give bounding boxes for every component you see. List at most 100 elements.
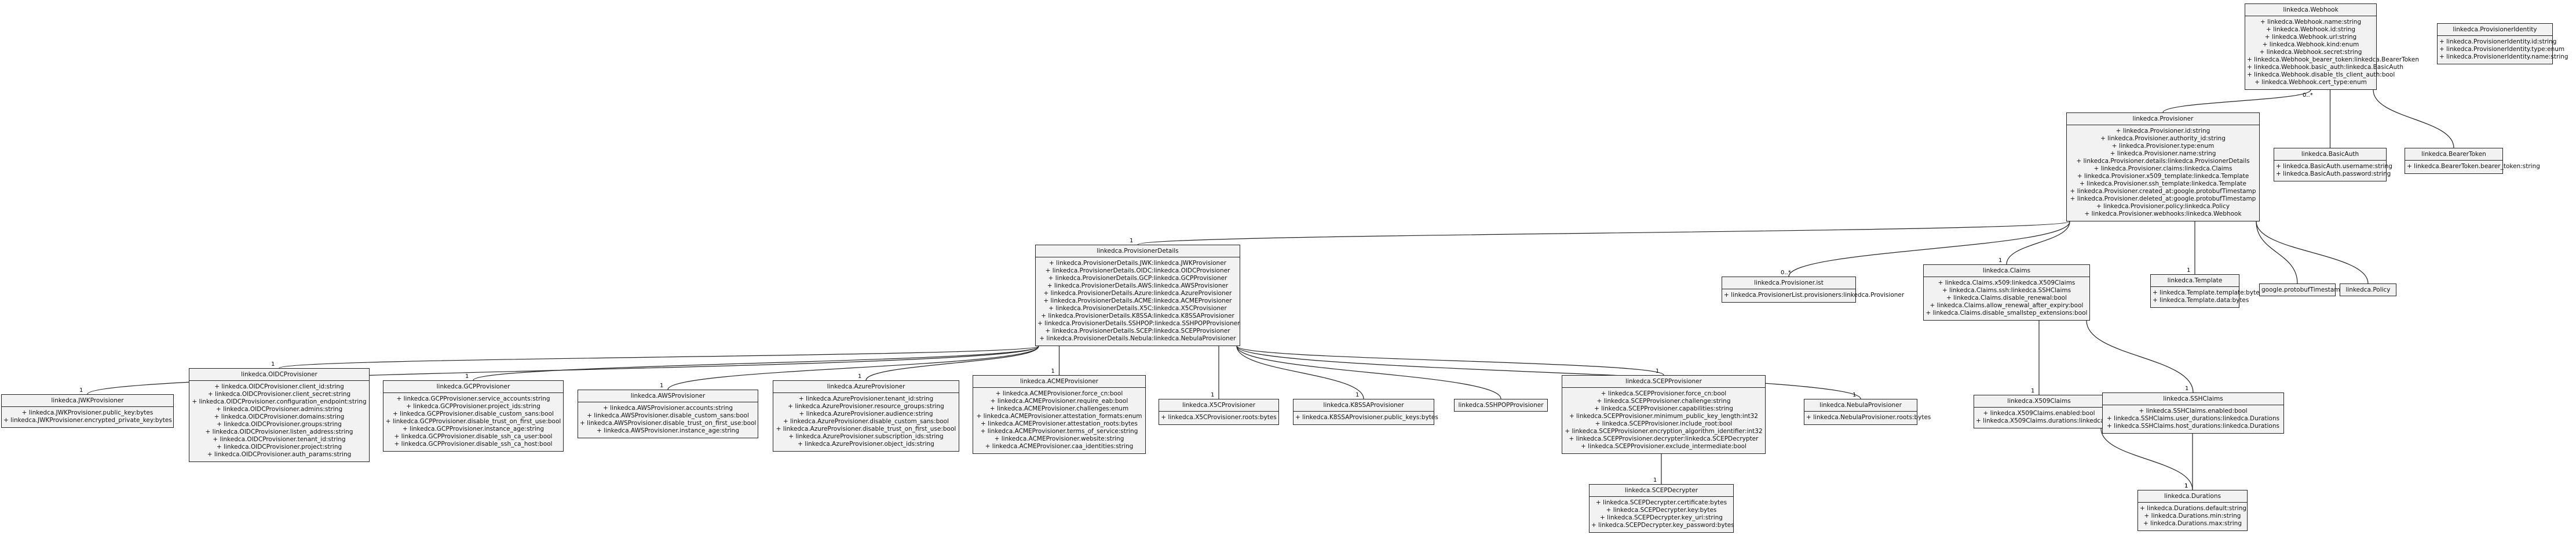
class-member: + linkedca.SCEPProvisioner.minimum_publi… xyxy=(1569,413,1758,420)
class-member: + linkedca.OIDCProvisioner.project:strin… xyxy=(216,444,342,450)
class-member: + linkedca.GCPProvisioner.disable_ssh_ca… xyxy=(394,433,553,440)
class-members: + linkedca.AWSProvisioner.accounts:strin… xyxy=(578,402,758,438)
class-box-acme: linkedca.ACMEProvisioner+ linkedca.ACMEP… xyxy=(973,375,1146,454)
class-member: + linkedca.ACMEProvisioner.challenges:en… xyxy=(989,405,1129,412)
class-member: + linkedca.OIDCProvisioner.auth_params:s… xyxy=(207,451,352,458)
class-title: linkedca.AzureProvisioner xyxy=(773,381,959,393)
class-box-sshpop: linkedca.SSHPOPProvisioner xyxy=(1454,399,1548,412)
class-members: + linkedca.BearerToken.bearer_token:stri… xyxy=(2405,161,2540,173)
edge-provisioner-policy xyxy=(2256,221,2369,284)
edge-multiplicity: 1 xyxy=(2185,386,2188,392)
class-member: + linkedca.ProvisionerDetails.K8SSA:link… xyxy=(1041,312,1234,319)
class-member: + linkedca.Provisioner.created_at:google… xyxy=(2070,188,2256,195)
class-member: + linkedca.Durations.max:string xyxy=(2143,520,2242,527)
class-member: + linkedca.GCPProvisioner.project_ids:st… xyxy=(406,403,540,410)
class-title: linkedca.AWSProvisioner xyxy=(578,390,758,402)
class-member: + linkedca.ProvisionerDetails.X5C:linked… xyxy=(1048,305,1227,312)
edge-multiplicity: 1 xyxy=(2184,483,2188,489)
class-member: + linkedca.OIDCProvisioner.domains:strin… xyxy=(214,413,345,420)
class-member: + linkedca.ProvisionerDetails.SSHPOP:lin… xyxy=(1037,320,1240,327)
class-members: + linkedca.Claims.x509:linkedca.X509Clai… xyxy=(1924,277,2089,320)
edge-multiplicity: 1 xyxy=(1051,368,1055,375)
class-box-durations: linkedca.Durations+ linkedca.Durations.d… xyxy=(2137,490,2248,531)
class-box-nebula: linkedca.NebulaProvisioner+ linkedca.Neb… xyxy=(1804,399,1931,425)
class-member: + linkedca.SCEPProvisioner.force_cn:bool xyxy=(1601,390,1727,397)
class-member: + linkedca.AzureProvisioner.object_ids:s… xyxy=(798,441,934,448)
edge-multiplicity: 1 xyxy=(1211,392,1214,398)
edge-provisioner-timestamp xyxy=(2256,221,2298,284)
class-member: + linkedca.SSHClaims.enabled:bool xyxy=(2139,408,2248,415)
class-member: + linkedca.SCEPProvisioner.challenge:str… xyxy=(1596,398,1731,405)
class-member: + linkedca.GCPProvisioner.service_accoun… xyxy=(396,395,550,402)
class-member: + linkedca.ProvisionerDetails.Nebula:lin… xyxy=(1039,335,1236,342)
class-member: + linkedca.SCEPProvisioner.exclude_inter… xyxy=(1581,443,1746,450)
class-title: linkedca.SCEPProvisioner xyxy=(1562,376,1765,388)
class-member: + linkedca.SCEPProvisioner.decrypter:lin… xyxy=(1569,435,1759,442)
class-member: + linkedca.JWKProvisioner.encrypted_priv… xyxy=(3,417,172,424)
edge-multiplicity: 1 xyxy=(2184,483,2188,489)
class-member: + linkedca.OIDCProvisioner.configuration… xyxy=(192,398,367,405)
class-member: + linkedca.SCEPProvisioner.capabilities:… xyxy=(1594,405,1733,412)
edge-multiplicity: 1 xyxy=(660,383,663,389)
class-member: + linkedca.SSHClaims.host_durations:link… xyxy=(2107,423,2279,430)
class-member: + linkedca.BasicAuth.password:string xyxy=(2276,170,2391,177)
edge-multiplicity: 1 xyxy=(1355,392,1359,398)
class-box-sshclaims: linkedca.SSHClaims+ linkedca.SSHClaims.e… xyxy=(2102,392,2284,434)
class-members: + linkedca.BasicAuth.username:string+ li… xyxy=(2274,161,2392,181)
class-member: + linkedca.X509Claims.durations:linkedca… xyxy=(1976,417,2136,424)
class-title: google.protobufTimestamp xyxy=(2261,286,2344,293)
class-member: + linkedca.BasicAuth.username:string xyxy=(2276,163,2392,170)
class-box-k8ssa: linkedca.K8SSAProvisioner+ linkedca.K8SS… xyxy=(1293,399,1438,425)
class-member: + linkedca.X509Claims.enabled:bool xyxy=(1983,410,2095,417)
class-members: + linkedca.ACMEProvisioner.force_cn:bool… xyxy=(973,388,1145,453)
edge-provisioner-provisionerDetails xyxy=(1137,221,2070,245)
edge-x509claims-durations xyxy=(2100,428,2193,490)
class-member: + linkedca.Webhook.name:string xyxy=(2260,19,2362,26)
class-member: + linkedca.K8SSAProvisioner.public_keys:… xyxy=(1295,414,1438,421)
class-member: + linkedca.GCPProvisioner.instance_age:s… xyxy=(402,426,545,432)
class-box-basicAuth: linkedca.BasicAuth+ linkedca.BasicAuth.u… xyxy=(2274,148,2392,181)
class-member: + linkedca.ProvisionerList.provisioners:… xyxy=(1724,292,1905,299)
class-member: + linkedca.OIDCProvisioner.listen_addres… xyxy=(205,428,353,435)
class-member: + linkedca.Claims.ssh:linkedca.SSHClaims xyxy=(1942,287,2071,294)
class-box-provisionerIdentity: linkedca.ProvisionerIdentity + linkedca.P… xyxy=(2437,23,2568,64)
edge-multiplicity: 1 xyxy=(2031,388,2034,394)
class-member: + linkedca.OIDCProvisioner.admins:string xyxy=(215,406,343,413)
class-members: + linkedca.NebulaProvisioner.roots:bytes xyxy=(1804,412,1931,424)
class-member: + linkedca.Webhook.disable_tls_client_au… xyxy=(2247,71,2395,78)
class-title: linkedca.ProvisionerIdentity xyxy=(2438,24,2552,36)
class-box-policy: linkedca.Policy xyxy=(2340,283,2396,296)
class-member: + linkedca.Claims.disable_renewal:bool xyxy=(1946,295,2067,301)
edge-multiplicity: 1 xyxy=(1852,392,1856,398)
class-member: + linkedca.Provisioner.x509_template:lin… xyxy=(2077,173,2249,180)
class-title: linkedca.NebulaProvisioner xyxy=(1804,399,1917,412)
class-member: + linkedca.Provisioner.webhooks:linkedca… xyxy=(2084,210,2242,217)
class-box-oidc: linkedca.OIDCProvisioner+ linkedca.OIDCP… xyxy=(189,368,370,462)
class-box-timestamp: google.protobufTimestamp xyxy=(2259,283,2344,296)
class-members: + linkedca.K8SSAProvisioner.public_keys:… xyxy=(1294,412,1438,424)
class-members: + linkedca.Template.template:bytes+ link… xyxy=(2151,287,2263,307)
class-member: + linkedca.Webhook.basic_auth:linkedca.B… xyxy=(2247,64,2403,71)
class-members: + linkedca.Durations.default:string+ lin… xyxy=(2138,503,2247,530)
edge-multiplicity: 1 xyxy=(1130,238,1133,244)
class-member: + linkedca.AzureProvisioner.disable_cust… xyxy=(783,418,949,425)
class-box-x5c: linkedca.X5CProvisioner+ linkedca.X5CPro… xyxy=(1159,399,1279,425)
class-title: linkedca.SCEPDecrypter xyxy=(1590,485,1733,497)
class-members: + linkedca.ProvisionerDetails.JWK:linked… xyxy=(1036,257,1240,346)
edge-multiplicity: 0..* xyxy=(1781,270,1791,276)
edge-webhook-bearerToken xyxy=(2373,89,2454,148)
class-member: + linkedca.Webhook.kind:enum xyxy=(2262,41,2359,48)
class-title: linkedca.Template xyxy=(2151,275,2239,287)
class-box-gcp: linkedca.GCPProvisioner+ linkedca.GCPPro… xyxy=(383,380,564,452)
class-members: + linkedca.ProvisionerList.provisioners:… xyxy=(1722,289,1905,302)
class-member: + linkedca.OIDCProvisioner.client_id:str… xyxy=(214,383,344,390)
class-title: linkedca.Provisioner xyxy=(2067,113,2259,125)
class-member: + linkedca.ProvisionerIdentity.type:enum xyxy=(2439,46,2565,53)
class-member: + linkedca.Provisioner.ssh_template:link… xyxy=(2080,180,2246,187)
class-box-bearerToken: linkedca.BearerToken+ linkedca.BearerTok… xyxy=(2405,148,2540,174)
class-member: + linkedca.SCEPDecrypter.key_password:by… xyxy=(1591,522,1734,529)
class-member: + linkedca.OIDCProvisioner.groups:string xyxy=(217,421,342,428)
class-box-webhook: linkedca.Webhook+ linkedca.Webhook.name:… xyxy=(2245,3,2419,90)
class-member: + linkedca.ProvisionerDetails.Azure:link… xyxy=(1043,290,1232,297)
